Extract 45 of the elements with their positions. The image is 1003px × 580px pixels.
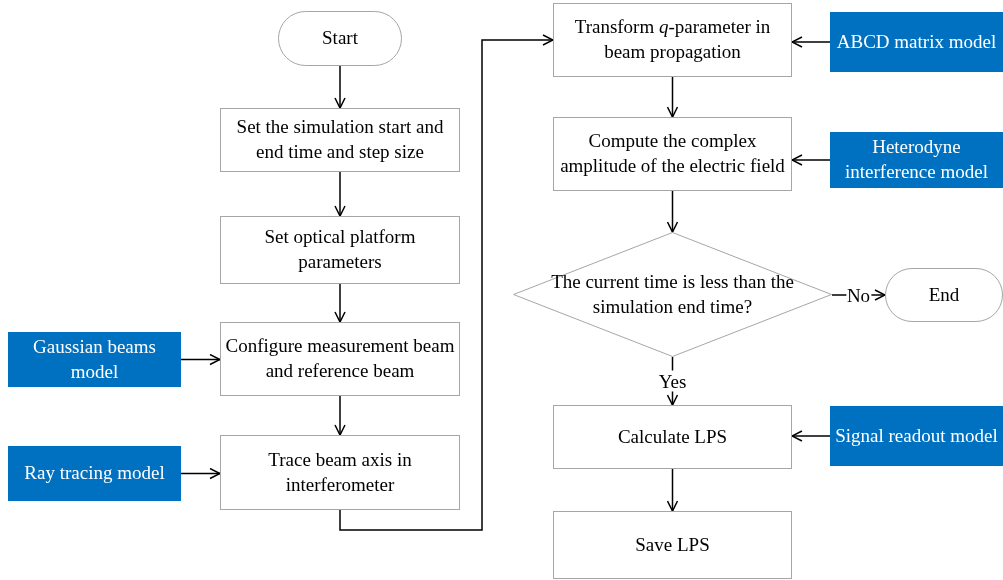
arrow <box>334 395 346 436</box>
node-text: Heterodyne interference model <box>844 135 989 184</box>
model-box <box>830 406 1003 466</box>
process-box <box>553 117 792 191</box>
arrow <box>666 190 679 233</box>
node-text: Set the simulation start and end time and step size <box>235 115 445 164</box>
arrow <box>791 36 831 48</box>
node-text: Gaussian beams model <box>32 334 157 384</box>
node-text: Trace beam axis in interferometer <box>267 447 413 497</box>
node-text: Start <box>321 26 359 51</box>
model-box <box>830 132 1003 188</box>
process-box <box>220 322 460 396</box>
process-box <box>220 216 460 284</box>
process-box <box>553 511 792 579</box>
arrow <box>666 76 679 118</box>
arrow <box>791 154 831 166</box>
decision-diamond <box>513 232 832 357</box>
arrow <box>180 353 221 366</box>
arrow <box>339 34 554 531</box>
node-text: ABCD matrix model <box>835 29 998 54</box>
arrow <box>334 283 346 323</box>
node-text: Set optical platform parameters <box>263 225 417 274</box>
node-text: Ray tracing model <box>23 461 166 486</box>
arrow <box>180 467 221 480</box>
node-text: End <box>927 282 961 307</box>
process-box <box>220 435 460 510</box>
model-box <box>830 12 1003 72</box>
edge-label: Yes <box>657 370 688 392</box>
model-box <box>8 332 181 387</box>
node-text: Save LPS <box>634 532 711 557</box>
process-box <box>220 108 460 172</box>
process-box <box>553 405 792 469</box>
process-box <box>553 3 792 77</box>
model-box <box>8 446 181 501</box>
node-text: Compute the complex amplitude of the electric field <box>559 129 786 178</box>
node-text: Signal readout model <box>834 423 999 448</box>
arrow <box>666 468 679 512</box>
node-text: Calculate LPS <box>616 424 729 449</box>
node-text: Transform q-parameter in beam propagation <box>573 15 772 64</box>
arrow <box>334 171 346 217</box>
decision-text: The current time is less than the simulation end time? <box>550 269 795 319</box>
node-text: Configure measurement beam and reference beam <box>224 334 456 383</box>
arrow <box>334 65 346 109</box>
arrow <box>791 430 831 442</box>
terminator-shape <box>885 268 1003 322</box>
